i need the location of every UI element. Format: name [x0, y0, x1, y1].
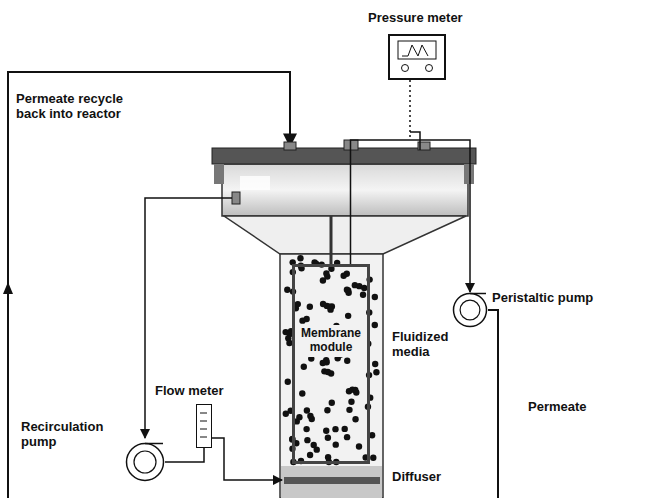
- pump-symbol: [452, 292, 488, 328]
- suction-line: [145, 198, 232, 438]
- permeate-line: [488, 310, 498, 498]
- media-dot: [284, 287, 290, 293]
- media-dot: [372, 361, 378, 367]
- part-label: Flow meter: [155, 384, 224, 399]
- media-dot: [345, 290, 351, 296]
- recirculation-pump: Recirculation pump: [125, 442, 165, 482]
- media-dot: [311, 442, 317, 448]
- part-label: Permeate: [528, 400, 587, 415]
- flange: [214, 164, 224, 184]
- media-dot: [295, 301, 301, 307]
- recycle-line: [8, 72, 290, 498]
- tank-highlight: [240, 176, 270, 190]
- media-dot: [352, 416, 358, 422]
- media-dot: [320, 277, 326, 283]
- flow-scale: [197, 405, 210, 446]
- flow-meter: Flow meter: [196, 404, 212, 448]
- flange: [464, 164, 474, 184]
- media-dot: [373, 369, 379, 375]
- diffuser-bar: [284, 477, 380, 484]
- media-dot: [333, 441, 339, 447]
- membrane-module: Membrane module: [292, 264, 370, 464]
- media-dot: [304, 407, 310, 413]
- media-dot: [348, 399, 354, 405]
- media-dot: [320, 360, 326, 366]
- media-dot: [340, 273, 346, 279]
- media-dot: [372, 322, 378, 328]
- side-port: [232, 192, 240, 204]
- media-dot: [344, 434, 350, 440]
- media-dot: [349, 386, 355, 392]
- media-dot: [299, 390, 305, 396]
- part-label: Pressure meter: [368, 11, 463, 26]
- media-dot: [325, 369, 331, 375]
- module-rod: [330, 216, 333, 264]
- pipe-connector: [165, 448, 204, 462]
- media-dot: [325, 434, 331, 440]
- bottom-zone: [281, 466, 382, 498]
- media-dot: [332, 426, 338, 432]
- media-dot: [342, 426, 348, 432]
- part-label: Permeate recycle back into reactor: [16, 92, 138, 122]
- peristaltic-pump: Peristaltic pump: [452, 292, 488, 328]
- media-dot: [301, 364, 307, 370]
- reactor-column: [280, 254, 383, 498]
- media-dot: [285, 335, 291, 341]
- media-dot: [307, 452, 313, 458]
- media-dot: [346, 407, 352, 413]
- meter-display: [390, 36, 444, 78]
- part-label: Recirculation pump: [21, 420, 121, 450]
- media-dot: [345, 313, 351, 319]
- media-dot: [324, 407, 330, 413]
- module-label: Membrane module: [295, 325, 367, 357]
- media-dot: [329, 400, 335, 406]
- media-dot: [323, 428, 329, 434]
- reactor-tank: [222, 164, 468, 216]
- pump-symbol: [125, 442, 165, 482]
- media-dot: [320, 301, 326, 307]
- media-dot: [323, 270, 329, 276]
- media-dot: [372, 294, 378, 300]
- media-dot: [327, 306, 333, 312]
- media-dot: [356, 283, 362, 289]
- media-dot: [304, 437, 310, 443]
- signal-line: [409, 80, 411, 140]
- media-dot: [307, 413, 313, 419]
- flow-arrow: [3, 282, 13, 294]
- media-dots: [282, 255, 379, 465]
- part-label: Fluidized media: [392, 330, 468, 360]
- media-dot: [303, 426, 309, 432]
- pressure-tap: [410, 132, 420, 150]
- media-dot: [356, 443, 362, 449]
- media-dot: [297, 255, 303, 261]
- media-dot: [285, 378, 291, 384]
- part-label: Diffuser: [392, 470, 441, 485]
- media-dot: [307, 304, 313, 310]
- feed-line: [212, 438, 282, 480]
- reactor-funnel: [224, 216, 466, 254]
- pressure-meter: Pressure meter: [388, 34, 446, 80]
- part-label: Peristaltic pump: [492, 291, 593, 306]
- lid-port: [284, 142, 296, 150]
- media-dot: [370, 455, 376, 461]
- media-dot: [360, 292, 366, 298]
- media-dot: [299, 317, 305, 323]
- media-dot: [344, 358, 350, 364]
